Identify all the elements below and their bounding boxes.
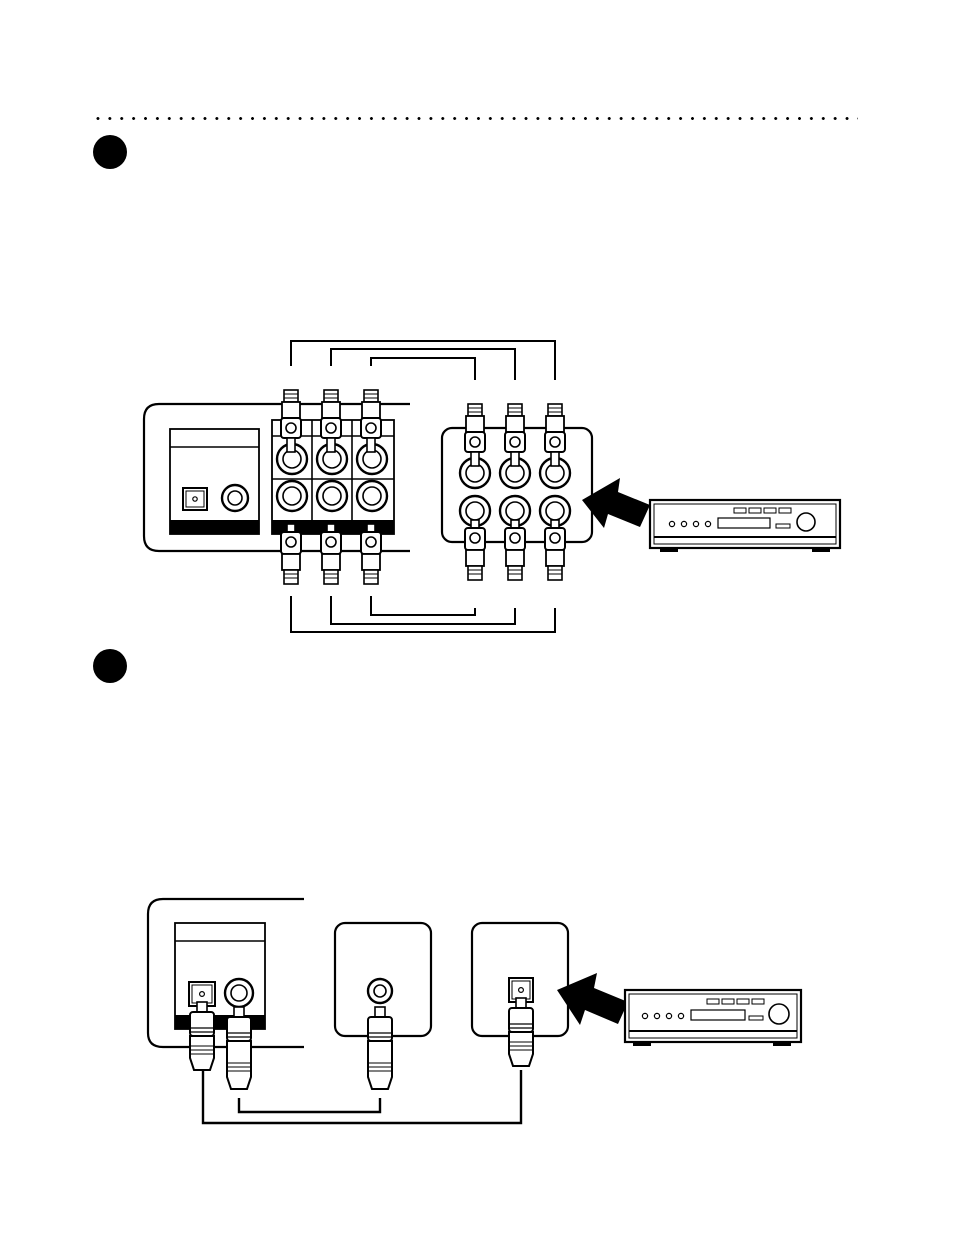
rca-plug	[281, 524, 301, 584]
stereo-receiver-icon	[650, 500, 840, 552]
component-audio-connection-diagram	[0, 320, 954, 640]
step-1-bullet	[93, 135, 127, 169]
digital-audio-connection-diagram	[0, 880, 954, 1140]
top-cables	[291, 341, 555, 380]
rca-plug	[545, 520, 565, 580]
optical-plug	[190, 1002, 214, 1070]
step-2-bullet	[93, 649, 127, 683]
rca-plug	[505, 520, 525, 580]
coaxial-plug	[368, 1007, 392, 1089]
stereo-receiver-icon	[625, 990, 801, 1046]
coaxial-plug	[227, 1007, 251, 1089]
rca-plug	[465, 520, 485, 580]
bottom-cables	[291, 596, 555, 632]
rca-plug	[361, 524, 381, 584]
rca-plug	[321, 524, 341, 584]
optical-plug	[509, 998, 533, 1066]
section-divider	[92, 117, 858, 120]
